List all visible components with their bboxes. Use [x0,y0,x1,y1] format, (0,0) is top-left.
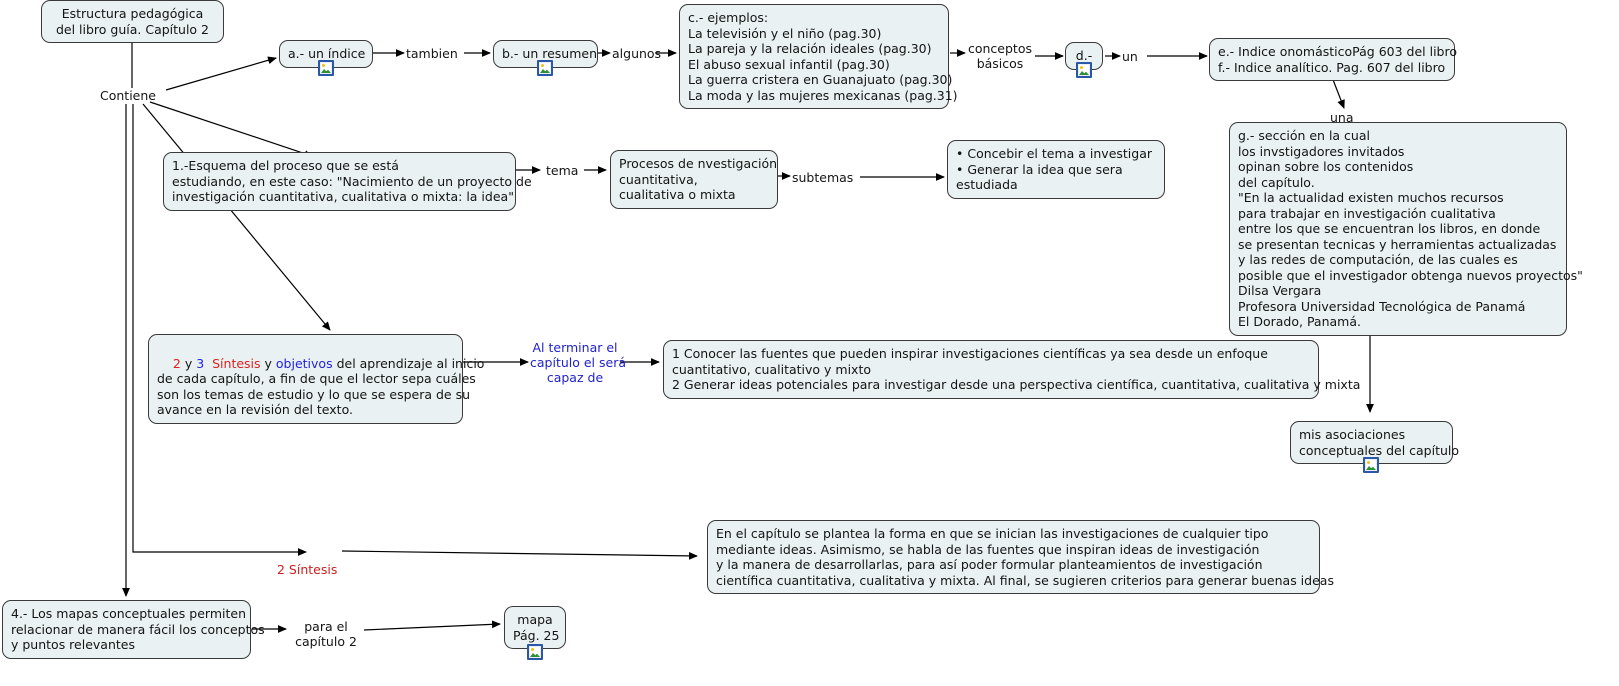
node-root[interactable]: Estructura pedagógica del libro guía. Ca… [41,0,224,43]
link-label-para-el-capitulo: para el capítulo 2 [295,619,357,649]
sintesis-rest: de cada capítulo, a fin de que el lector… [157,371,476,417]
link-label-tambien: tambien [406,46,458,61]
node-indices-ef[interactable]: e.- Indice onomásticoPág 603 del libro f… [1209,38,1457,81]
image-icon[interactable] [318,60,334,76]
image-icon[interactable] [1363,457,1379,473]
sintesis-seg-y1: y [180,355,197,371]
node-seccion-g[interactable]: g.- sección en la cual los invstigadores… [1229,122,1583,336]
sintesis-seg-sintesis: Síntesis [212,355,261,371]
node-mapas[interactable]: 4.- Los mapas conceptuales permiten rela… [2,600,265,659]
link-label-al-terminar: Al terminar el capítulo el será capaz de [530,340,626,385]
sintesis-seg-objetivos: objetivos [275,355,333,371]
node-ejemplos[interactable]: c.- ejemplos: La televisión y el niño (p… [679,4,958,109]
sintesis-seg-sp [204,356,212,371]
link-label-una: una [1330,110,1354,125]
node-procesos[interactable]: Procesos de nvestigación cuantitativa, c… [610,150,778,209]
link-label-tema: tema [546,163,579,178]
node-esquema[interactable]: 1.-Esquema del proceso que se está estud… [163,152,532,211]
link-label-contiene: Contiene [100,88,156,103]
link-label-algunos: algunos [612,46,662,61]
node-objetivos-box[interactable]: 1 Conocer las fuentes que pueden inspira… [663,340,1360,399]
image-icon[interactable] [527,644,543,660]
image-icon[interactable] [537,60,553,76]
sintesis-line1: 2 y 3 Síntesis y objetivos del aprendiza… [173,356,485,371]
link-label-subtemas: subtemas [792,170,854,185]
node-subtemas-box[interactable]: • Concebir el tema a investigar • Genera… [947,140,1165,199]
sintesis-seg-tail: del aprendizaje al inicio [332,355,485,371]
node-resumen-capitulo[interactable]: En el capítulo se plantea la forma en qu… [707,520,1334,594]
sintesis-seg-2: 2 [172,355,181,371]
link-label-un: un [1122,49,1138,64]
link-label-dos-sintesis: 2 Síntesis [277,562,338,577]
node-sintesis-objetivos[interactable]: 2 y 3 Síntesis y objetivos del aprendiza… [148,334,484,424]
sintesis-seg-3: 3 [196,355,205,371]
node-indice[interactable]: a.- un índice [279,40,373,68]
sintesis-seg-y2: y [260,355,276,371]
link-label-conceptos-basicos: conceptos básicos [967,41,1032,71]
node-mapa-pag[interactable]: mapa Pág. 25 [504,606,566,649]
image-icon[interactable] [1076,62,1092,78]
